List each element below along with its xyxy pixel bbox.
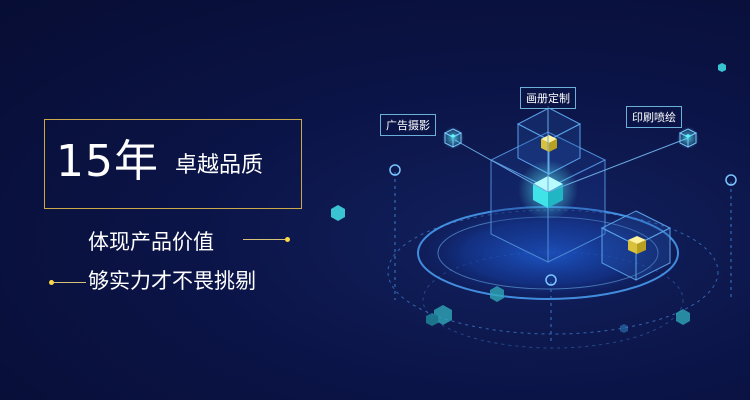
- post-node-center: [545, 274, 557, 286]
- connector-line-1: [243, 239, 285, 240]
- floating-cube: [490, 286, 504, 302]
- small-cube-left: [442, 127, 464, 149]
- headline-subtitle: 卓越品质: [175, 153, 264, 178]
- connector-line-2: [54, 282, 86, 283]
- yellow-cube-right: [628, 236, 646, 254]
- floating-cube: [331, 205, 345, 221]
- floating-cube: [620, 324, 628, 333]
- tag-print: 印刷喷绘: [626, 106, 682, 128]
- floating-cube: [426, 305, 452, 326]
- connector-dot-1: [285, 237, 290, 242]
- headline: 15年卓越品质: [56, 137, 263, 187]
- connector-dot-2: [49, 280, 54, 285]
- headline-years: 15年: [56, 136, 159, 187]
- floating-cube: [676, 309, 690, 325]
- slogan-line-2: 够实力才不畏挑剔: [88, 269, 256, 293]
- large-wireframe-cube: [489, 131, 607, 263]
- post-node-left: [389, 164, 401, 176]
- headline-frame: [44, 119, 302, 209]
- floating-cube: [718, 63, 726, 72]
- tag-album-custom: 画册定制: [520, 87, 576, 109]
- yellow-cube-top: [541, 135, 557, 152]
- tag-ad-photography: 广告摄影: [380, 114, 436, 136]
- post-node-right: [725, 174, 737, 186]
- small-cube-right: [677, 127, 699, 149]
- slogan-line-1: 体现产品价值: [88, 230, 214, 254]
